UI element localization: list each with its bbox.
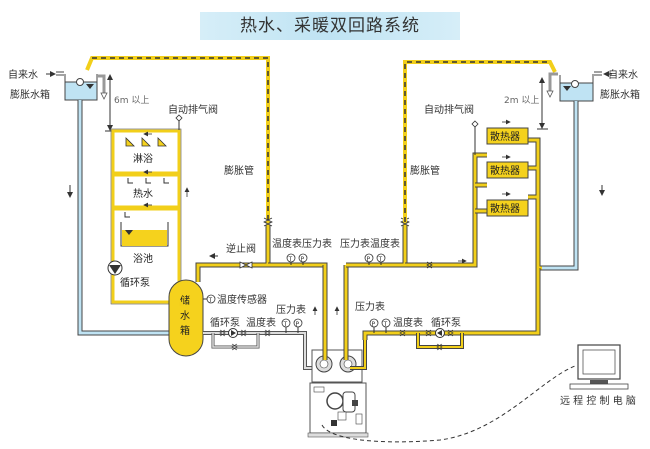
- check-valve-icon: [239, 261, 253, 269]
- bypass-valve-icon: [231, 343, 238, 351]
- svg-text:T: T: [378, 256, 383, 263]
- left-expansion-tank: [46, 71, 108, 101]
- radiator: [486, 161, 529, 179]
- svg-text:T: T: [208, 297, 213, 304]
- right-expansion-tank: [546, 71, 612, 102]
- left-circ-pump-label: 循环泵: [120, 276, 150, 289]
- hot-water-label: 热水: [133, 187, 153, 200]
- left-height-note: 6m 以上: [114, 95, 149, 106]
- left-circulation-pump: [107, 260, 123, 276]
- bath-pool-water: [122, 230, 167, 246]
- shower-head-icon: [157, 137, 167, 147]
- shower-label: 淋浴: [133, 152, 153, 165]
- thermometer-icon: T: [286, 253, 296, 265]
- radiator: [486, 127, 529, 145]
- radiator-label-3: 散热器: [490, 202, 520, 215]
- right-tap-water-label: 自来水: [608, 68, 638, 81]
- right-height-note: 2m 以上: [504, 95, 539, 106]
- gate-valve-icon: [240, 329, 247, 337]
- gate-valve-icon: [426, 261, 433, 269]
- left-tap-water-label: 自来水: [8, 68, 38, 81]
- thermometer-icon: T: [381, 318, 391, 333]
- left-usage-column: [110, 128, 190, 305]
- thermometer-icon: T: [376, 253, 386, 265]
- pressure-gauge-icon: P: [298, 253, 308, 265]
- faucet-icon: [163, 178, 169, 184]
- title-banner: 热水、采暖双回路系统: [200, 12, 460, 40]
- water-level-icon: [86, 84, 94, 89]
- float-valve-icon: [571, 80, 579, 88]
- bottom-left-pressure-gauge-label: 压力表: [276, 303, 306, 316]
- gate-valve-icon: [263, 217, 273, 227]
- bypass-valve-icon: [436, 343, 443, 351]
- float-valve-icon: [76, 78, 84, 86]
- bottom-right-thermometer-label: 温度表: [393, 316, 423, 329]
- remote-computer-icon: [569, 344, 629, 390]
- svg-text:T: T: [288, 256, 293, 263]
- pressure-gauge-icon: P: [293, 318, 303, 333]
- pressure-gauge-icon: P: [364, 253, 374, 265]
- bottom-right-pressure-gauge-label: 压力表: [355, 300, 385, 313]
- gate-valve-icon: [264, 329, 271, 337]
- pressure-gauge-icon: P: [369, 318, 379, 333]
- right-expansion-pipe-label: 膨胀管: [410, 164, 440, 177]
- right-cold-supply-pipe: [542, 101, 579, 271]
- storage-tank-label-3: 箱: [180, 324, 190, 337]
- svg-text:P: P: [367, 256, 371, 263]
- gate-valve-icon: [447, 329, 454, 337]
- faucet-icon: [124, 212, 130, 218]
- svg-text:T: T: [383, 321, 388, 328]
- storage-tank-label-1: 储: [180, 294, 190, 307]
- check-valve-label: 逆止阀: [226, 242, 256, 255]
- remote-pc-label: 远 程 控 制 电 脑: [560, 394, 636, 407]
- left-expansion-pipe-label: 膨胀管: [224, 164, 254, 177]
- bath-pool-label: 浴池: [133, 252, 153, 265]
- right-air-valve-icon: [471, 120, 479, 155]
- shower-head-icon: [125, 137, 135, 147]
- water-level-icon: [563, 86, 571, 91]
- thermometer-icon: T: [281, 318, 291, 333]
- svg-text:P: P: [301, 256, 305, 263]
- bottom-right-circulation-pump: [435, 328, 445, 338]
- left-expansion-tank-label: 膨胀水箱: [10, 88, 50, 101]
- right-expansion-tank-label: 膨胀水箱: [600, 88, 640, 101]
- gate-valve-icon: [219, 329, 226, 337]
- faucet-icon: [127, 178, 133, 184]
- gate-valve-icon: [425, 329, 432, 337]
- left-height-dimension: [105, 74, 118, 132]
- dual-circuit-boiler: [307, 349, 369, 438]
- right-expansion-pipe: [403, 60, 557, 222]
- bottom-left-thermometer-label: 温度表: [246, 316, 276, 329]
- radiator-label-2: 散热器: [490, 164, 520, 177]
- bottom-right-circ-pump-label: 循环泵: [431, 316, 461, 329]
- storage-tank-label-2: 水: [180, 310, 190, 322]
- faucet-icon: [145, 178, 151, 184]
- left-expansion-pipe: [85, 56, 270, 222]
- storage-tank: [168, 279, 204, 357]
- right-air-valve-label: 自动排气阀: [424, 103, 474, 116]
- shower-head-icon: [141, 137, 151, 147]
- svg-text:P: P: [372, 321, 376, 328]
- radiator: [486, 199, 529, 217]
- radiator-label-1: 散热器: [490, 130, 520, 143]
- bottom-left-circ-pump-label: 循环泵: [210, 316, 240, 329]
- left-air-valve-label: 自动排气阀: [168, 103, 218, 116]
- left-gauges-label: 温度表压力表: [272, 237, 332, 250]
- bottom-left-circulation-pump: [228, 328, 238, 338]
- left-air-valve-icon: [175, 114, 183, 130]
- gate-valve-icon: [399, 329, 406, 337]
- right-gauges-label: 压力表温度表: [340, 237, 400, 250]
- temperature-sensor-label: 温度传感器: [217, 293, 267, 306]
- remote-control-link: [321, 365, 576, 443]
- diagram-title: 热水、采暖双回路系统: [240, 16, 420, 36]
- right-height-dimension: [537, 77, 548, 130]
- svg-text:T: T: [283, 321, 288, 328]
- svg-text:P: P: [296, 321, 300, 328]
- temperature-sensor-icon: T: [203, 294, 216, 304]
